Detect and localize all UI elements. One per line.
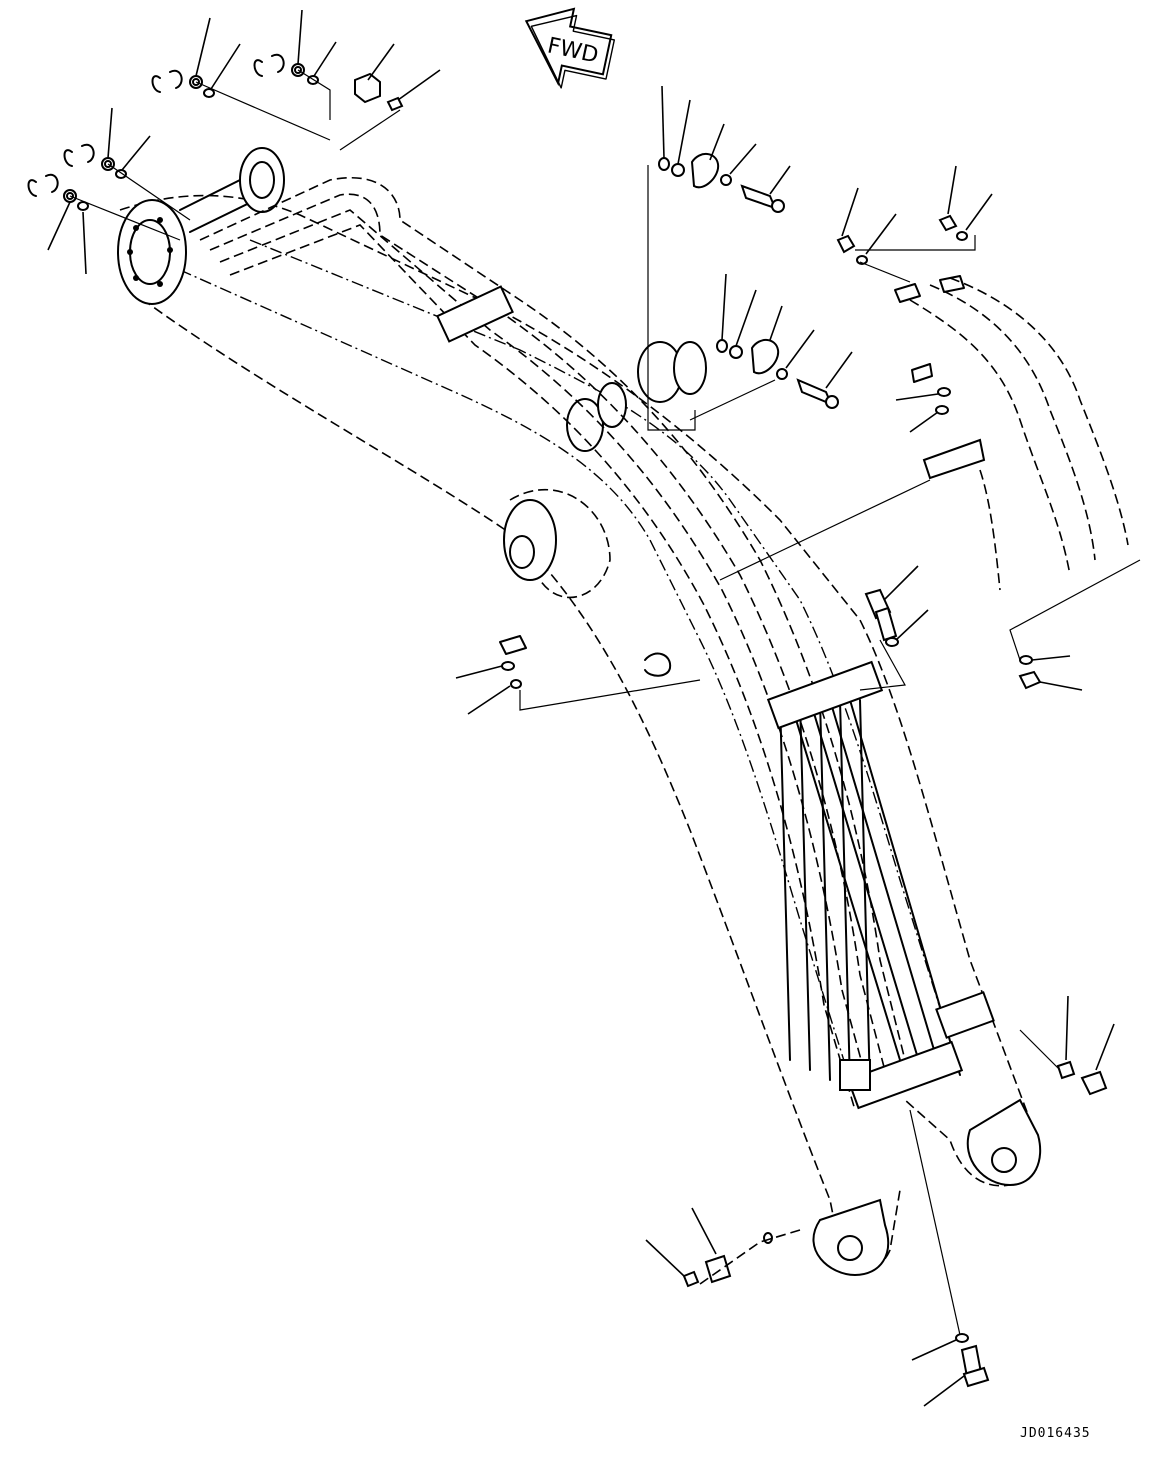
forward-arrow-icon: FWD	[524, 7, 616, 89]
assembly-lines	[69, 69, 1141, 1336]
boom-body	[117, 147, 1042, 1277]
drawing-id: JD016435	[1020, 1426, 1091, 1441]
hydraulic-piping	[199, 177, 1129, 1111]
callout-leaders	[47, 9, 1115, 1407]
foot-retainer-parts	[27, 53, 404, 211]
lower-fitting-parts	[499, 588, 1108, 1388]
upper-fitting-parts	[658, 153, 986, 480]
